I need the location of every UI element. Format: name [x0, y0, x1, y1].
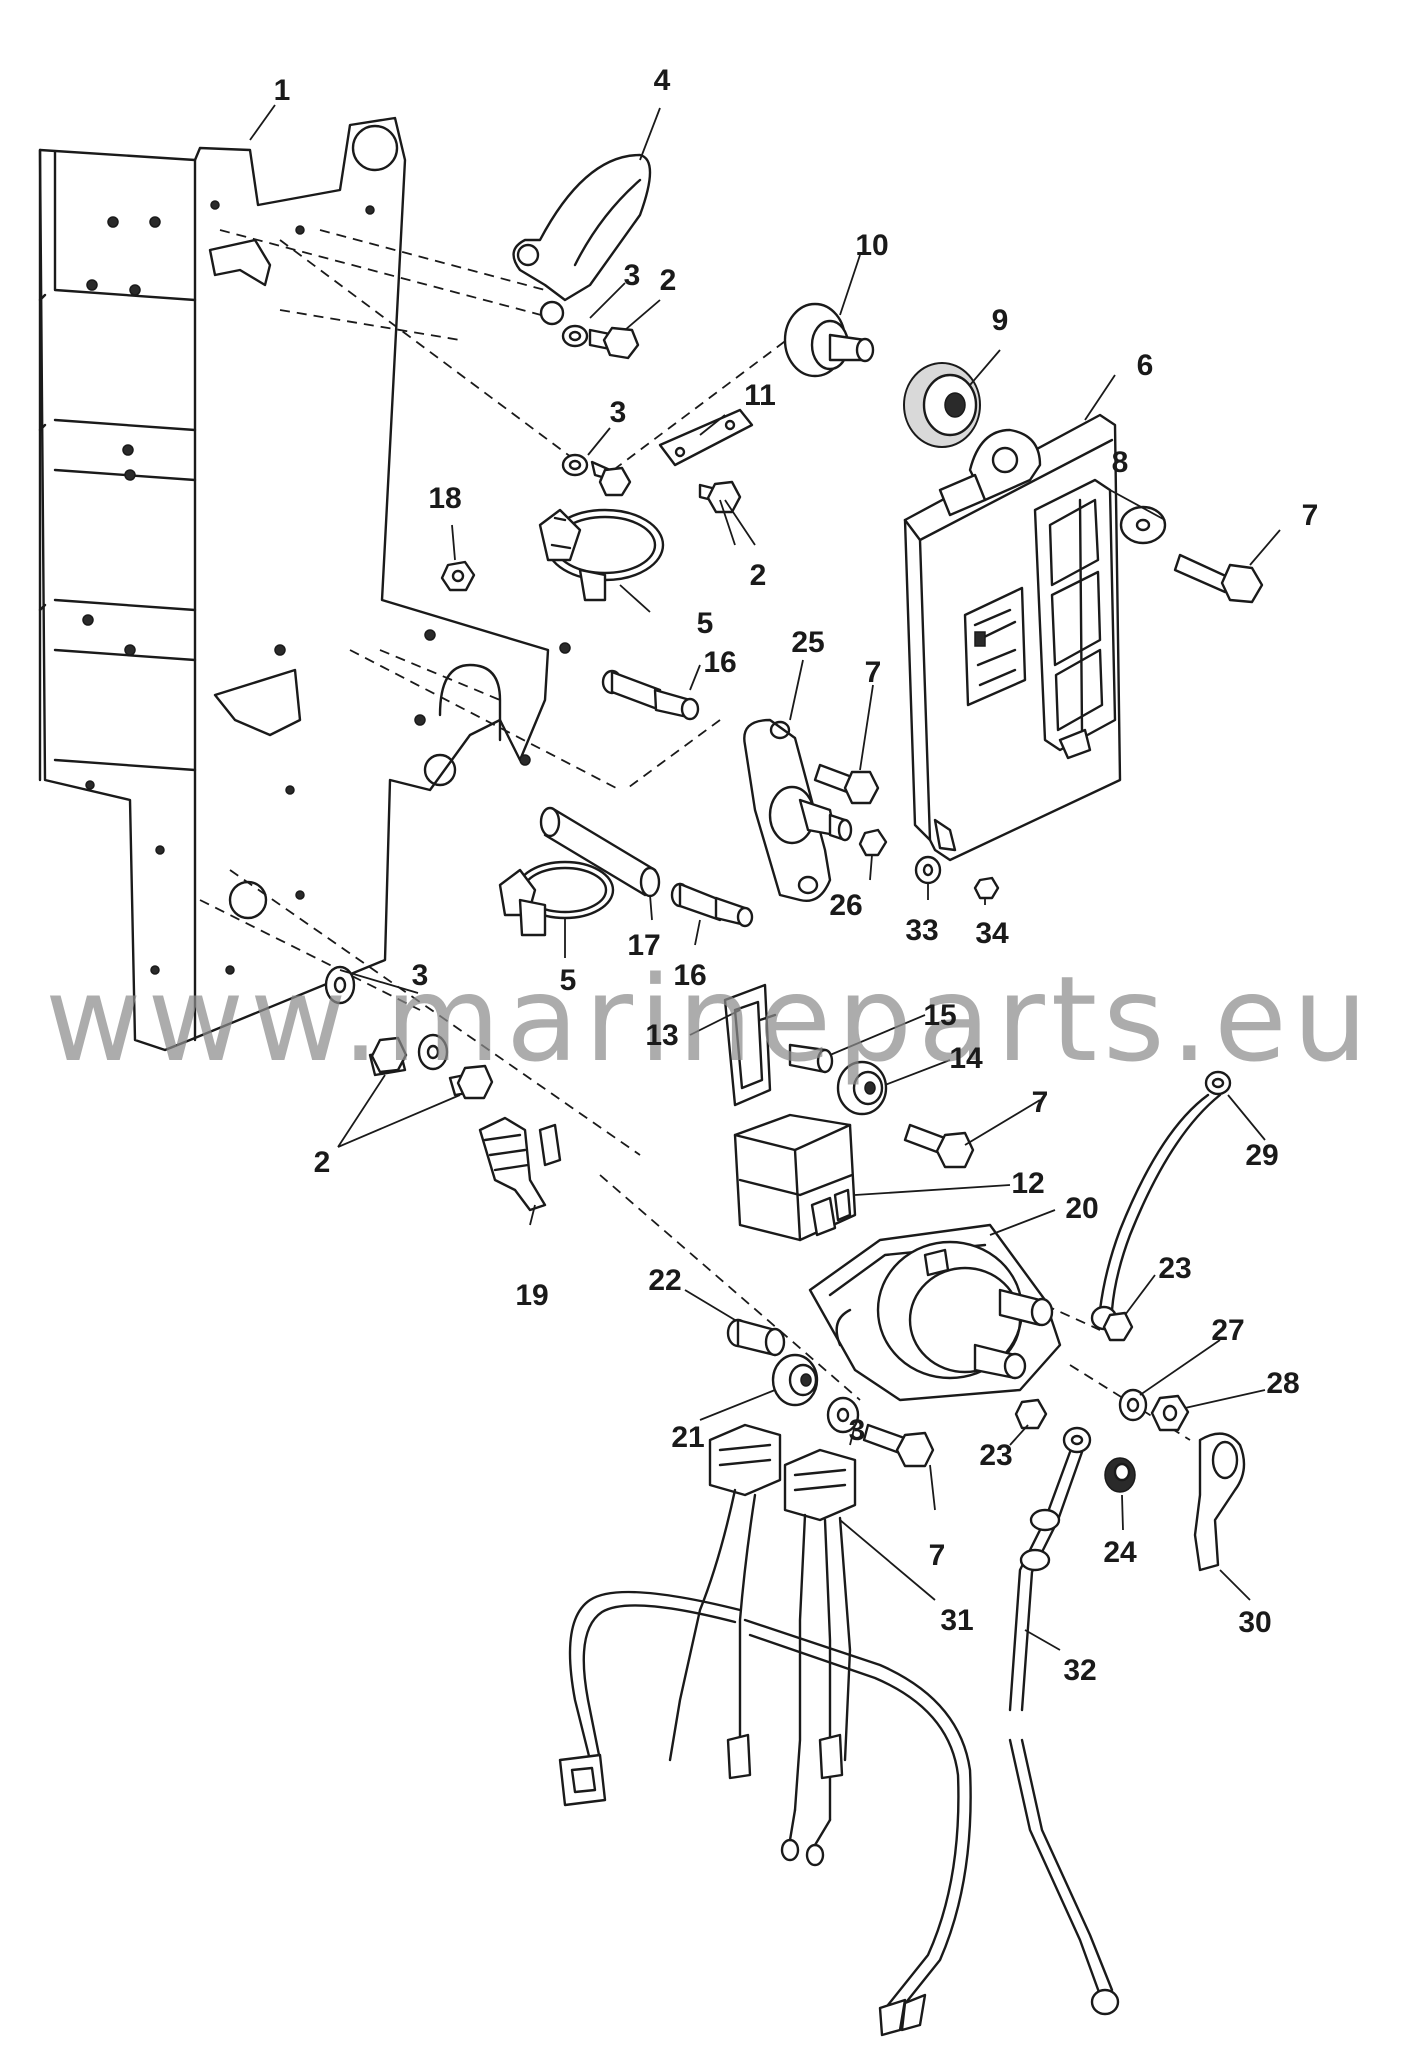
- part-34-nut: [973, 876, 1000, 900]
- callout-27: 27: [1211, 1314, 1244, 1347]
- part-18-nut: [440, 560, 476, 592]
- part-28-nut: [1150, 1394, 1190, 1432]
- callout-2-mid: 2: [750, 559, 767, 592]
- hardware-lower-mid: [826, 1396, 935, 1468]
- bracket-holes: [82, 200, 571, 975]
- callout-7-relay: 7: [1032, 1086, 1049, 1119]
- part-22-pin: [726, 1318, 786, 1357]
- part-7-bolt-mid: [813, 763, 880, 805]
- leader-lines: [249, 104, 1281, 1651]
- callout-2-lower: 2: [314, 1146, 331, 1179]
- part-29-cable: [1090, 1070, 1232, 1331]
- callout-3-lower: 3: [849, 1414, 866, 1447]
- callout-33: 33: [905, 914, 938, 947]
- part-31-wiring-harness: [558, 1423, 972, 2037]
- callout-4: 4: [654, 64, 671, 97]
- callout-2-top: 2: [660, 264, 677, 297]
- callout-26: 26: [829, 889, 862, 922]
- part-7-bolt-upper: [1173, 553, 1264, 604]
- callout-12: 12: [1011, 1167, 1044, 1200]
- part-6-control-module: [903, 413, 1122, 862]
- callout-17: 17: [627, 929, 660, 962]
- part-13-bracket: [723, 983, 777, 1107]
- callout-5-upper: 5: [697, 607, 714, 640]
- hardware-top: [561, 324, 754, 514]
- callout-16-lower: 16: [673, 959, 706, 992]
- callout-29: 29: [1245, 1139, 1278, 1172]
- callout-34: 34: [975, 917, 1009, 950]
- callout-28: 28: [1266, 1367, 1299, 1400]
- callout-6: 6: [1137, 349, 1154, 382]
- callout-3-lower-left: 3: [412, 959, 429, 992]
- callout-3-top: 3: [624, 259, 641, 292]
- part-23-nut-lower: [1014, 1398, 1048, 1430]
- part-7-bolt-relay: [903, 1123, 975, 1169]
- part-23-nut-upper: [1102, 1311, 1134, 1342]
- callout-22: 22: [648, 1264, 681, 1297]
- part-9-bushing: [903, 362, 981, 448]
- callout-8: 8: [1112, 446, 1129, 479]
- callout-14: 14: [949, 1042, 983, 1075]
- part-16-stud-lower: [670, 882, 754, 928]
- part-5-clamp-upper: [538, 508, 665, 602]
- callout-16-upper: 16: [703, 646, 736, 679]
- callout-21: 21: [671, 1421, 704, 1454]
- callout-13: 13: [645, 1019, 678, 1052]
- callout-24: 24: [1103, 1536, 1137, 1569]
- part-32-battery-cable: [1008, 1426, 1120, 2016]
- callout-7-mid: 7: [865, 656, 882, 689]
- callout-5-lower: 5: [560, 964, 577, 997]
- callout-32: 32: [1063, 1654, 1096, 1687]
- part-14-grommet: [836, 1060, 888, 1116]
- part-19-harness-clip: [478, 1116, 562, 1212]
- callout-9: 9: [992, 304, 1009, 337]
- part-27-washer: [1118, 1388, 1148, 1422]
- callout-31: 31: [940, 1604, 973, 1637]
- part-5-clamp-lower: [498, 860, 615, 937]
- part-10-grommet: [783, 302, 875, 378]
- part-20-starter-solenoid: [808, 1223, 1062, 1402]
- part-4-ground-strap: [512, 153, 652, 326]
- part-24-boot: [1104, 1457, 1136, 1493]
- callout-20: 20: [1065, 1192, 1098, 1225]
- callout-11: 11: [744, 379, 776, 412]
- part-1-mounting-bracket: [38, 116, 571, 1052]
- part-17-spacer: [539, 806, 661, 898]
- callout-23-lower: 23: [979, 1439, 1012, 1472]
- part-26-nut: [858, 828, 888, 857]
- callout-15: 15: [923, 999, 956, 1032]
- callout-7-lower: 7: [929, 1539, 946, 1572]
- callout-23-upper: 23: [1158, 1252, 1191, 1285]
- callout-18: 18: [428, 482, 461, 515]
- callout-10: 10: [855, 229, 888, 262]
- watermark-text: www.marineparts.eu: [45, 950, 1374, 1088]
- callout-3-upper-mid: 3: [610, 396, 627, 429]
- part-33-washer: [914, 855, 942, 885]
- part-25-sensor: [743, 718, 853, 902]
- part-16-stud-upper: [601, 669, 700, 721]
- part-21-grommet: [771, 1353, 819, 1407]
- callout-25: 25: [791, 626, 824, 659]
- part-15-pin: [788, 1043, 834, 1074]
- callout-19: 19: [515, 1279, 548, 1312]
- part-12-relay: [733, 1113, 857, 1242]
- callout-labels: 1 2 2 2 3 3 3 3 4 5 5 6 7 7 7 7 8 9 10 1…: [274, 64, 1319, 1687]
- part-8-washer: [1119, 505, 1167, 545]
- hardware-lower-left: [324, 965, 494, 1100]
- callout-30: 30: [1238, 1606, 1271, 1639]
- part-30-terminal-cover: [1193, 1432, 1246, 1572]
- callout-7-upper: 7: [1302, 499, 1319, 532]
- callout-1: 1: [274, 74, 291, 107]
